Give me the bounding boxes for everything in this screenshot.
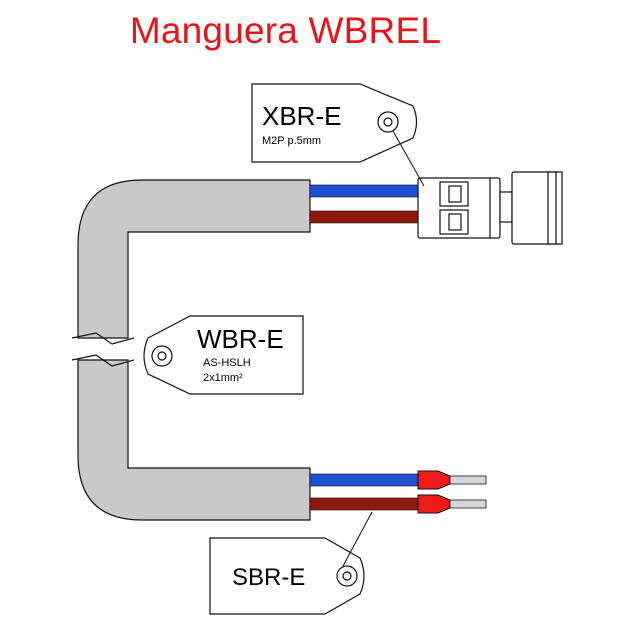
tag-sbr-name: SBR-E [232, 564, 305, 591]
tag-xbr-name: XBR-E [262, 101, 341, 131]
tag-wbr-spec-1: AS-HSLH [203, 357, 251, 369]
tag-sbr: SBR-E [209, 511, 373, 615]
hose-break-mark-2 [71, 354, 135, 367]
hose-sheath [77, 179, 311, 339]
ferrule-brown [417, 494, 487, 514]
wire-blue-top [309, 184, 421, 198]
wire-brown-top [309, 210, 421, 224]
tag-string [342, 511, 373, 567]
hose-break-mark [71, 332, 135, 345]
tag-wbr: WBR-E AS-HSLH 2x1mm² [143, 315, 304, 395]
tag-string [392, 130, 425, 187]
ferrule-blue [417, 470, 487, 490]
tag-wbr-spec-2: 2x1mm² [203, 372, 243, 384]
tag-xbr-spec: M2P p.5mm [262, 135, 321, 147]
wire-brown-bottom [309, 497, 421, 511]
diagram-title: Manguera WBREL [129, 10, 442, 51]
wire-blue-bottom [309, 473, 421, 487]
tag-wbr-name: WBR-E [197, 324, 284, 354]
connector-m2p [417, 171, 563, 245]
tag-xbr: XBR-E M2P p.5mm [251, 83, 425, 187]
